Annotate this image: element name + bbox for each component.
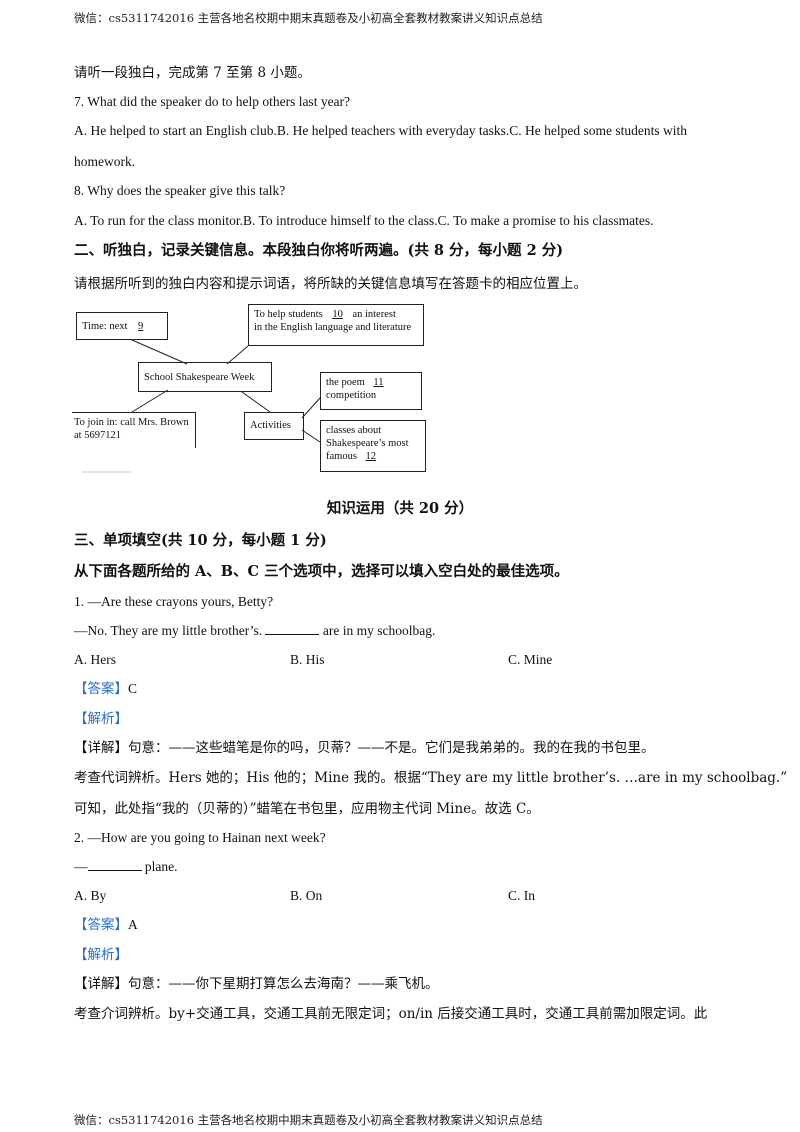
blank-12: 12 xyxy=(365,451,377,462)
classes-line2: Shakespeare’s most xyxy=(326,438,409,449)
page-header: 微信：cs5311742016 主营各地名校期中期末真题卷及小初高全套教材教案讲… xyxy=(74,11,543,25)
blank-9: 9 xyxy=(138,321,144,332)
answer-label: 【答案】 xyxy=(74,681,128,697)
key-info-diagram: Time: next 9 To help students 10 an inte… xyxy=(72,300,432,478)
question-8-options: A. To run for the class monitor.B. To in… xyxy=(74,213,654,228)
join-box: To join in: call Mrs. Brown at 5697121 xyxy=(72,412,196,448)
section-2-title: 二、听独白，记录关键信息。本段独白你将听两遍。(共 8 分，每小题 2 分) xyxy=(74,242,564,259)
question-7-options-wrap: homework. xyxy=(74,154,136,169)
question-1-stem: 1. —Are these crayons yours, Betty? xyxy=(74,594,274,609)
listening-intro: 请听一段独白，完成第 7 至第 8 小题。 xyxy=(74,65,311,81)
diagram-connector-lines xyxy=(82,339,321,473)
question-2-analysis-label: 【解析】 xyxy=(74,947,128,963)
poem-text: the poem xyxy=(326,377,365,388)
knowledge-section-title: 知识运用（共 20 分） xyxy=(326,500,474,517)
page-footer: 微信：cs5311742016 主营各地名校期中期末真题卷及小初高全套教材教案讲… xyxy=(74,1113,543,1127)
center-box: School Shakespeare Week xyxy=(138,362,272,392)
answer-value: C xyxy=(128,681,138,696)
blank-10: 10 xyxy=(332,309,343,320)
question-1-option-c: C. Mine xyxy=(508,652,553,667)
question-1-blank xyxy=(265,622,320,635)
section-3-instruction: 从下面各题所给的 A、B、C 三个选项中，选择可以填入空白处的最佳选项。 xyxy=(74,563,569,580)
question-7-options: A. He helped to start an English club.B.… xyxy=(74,123,687,138)
question-2-text-a: — xyxy=(74,859,88,874)
question-1-option-a: A. Hers xyxy=(74,652,116,667)
question-2-option-a: A. By xyxy=(74,888,107,903)
answer-label: 【答案】 xyxy=(74,917,128,933)
question-1-analysis-label: 【解析】 xyxy=(74,711,128,727)
time-label: Time: next xyxy=(82,321,128,332)
question-2-line2: — plane. xyxy=(74,858,178,876)
question-1-answer: 【答案】C xyxy=(74,680,137,698)
time-box: Time: next 9 xyxy=(76,312,168,340)
poem-box: the poem 11 competition xyxy=(320,372,422,410)
question-1-option-b: B. His xyxy=(290,652,325,667)
classes-box: classes about Shakespeare’s most famous … xyxy=(320,420,426,472)
join-line1: To join in: call Mrs. Brown xyxy=(74,417,189,428)
question-1-text-b: are in my schoolbag. xyxy=(322,623,436,638)
question-1-explain-1: 考查代词辨析。Hers 她的；His 他的；Mine 我的。根据“They ar… xyxy=(74,770,788,786)
section-3-title: 三、单项填空(共 10 分，每小题 1 分) xyxy=(74,532,327,549)
question-2-detail: 【详解】句意：——你下星期打算怎么去海南？——乘飞机。 xyxy=(74,976,439,992)
question-1-explain-2: 可知，此处指“我的（贝蒂的）”蜡笔在书包里，应用物主代词 Mine。故选 C。 xyxy=(74,801,540,817)
purpose-text-end: an interest xyxy=(352,309,396,320)
classes-line3: famous xyxy=(326,451,357,462)
question-2-explain-1: 考查介词辨析。by+交通工具，交通工具前无限定词；on/in 后接交通工具时，交… xyxy=(74,1006,708,1022)
classes-line1: classes about xyxy=(326,425,382,436)
answer-value: A xyxy=(128,917,138,932)
question-1-line2: —No. They are my little brother’s. are i… xyxy=(74,622,435,640)
question-2-option-c: C. In xyxy=(508,888,535,903)
activities-label: Activities xyxy=(250,420,291,431)
section-2-instruction: 请根据所听到的独白内容和提示词语，将所缺的关键信息填写在答题卡的相应位置上。 xyxy=(74,276,587,292)
question-8-stem: 8. Why does the speaker give this talk? xyxy=(74,183,286,198)
question-2-text-b: plane. xyxy=(144,859,178,874)
question-2-stem: 2. —How are you going to Hainan next wee… xyxy=(74,830,326,845)
question-2-blank xyxy=(87,858,142,871)
poem-competition: competition xyxy=(326,390,377,401)
question-2-option-b: B. On xyxy=(290,888,323,903)
join-line2: at 5697121 xyxy=(74,430,121,441)
purpose-text-line2: in the English language and literature xyxy=(254,322,412,333)
question-1-detail: 【详解】句意：——这些蜡笔是你的吗，贝蒂？——不是。它们是我弟弟的。我的在我的书… xyxy=(74,740,655,756)
question-2-answer: 【答案】A xyxy=(74,916,138,934)
question-1-text-a: —No. They are my little brother’s. xyxy=(74,623,263,638)
blank-11: 11 xyxy=(373,377,384,388)
activities-box: Activities xyxy=(244,412,304,440)
question-7-stem: 7. What did the speaker do to help other… xyxy=(74,94,351,109)
purpose-text-start: To help students xyxy=(254,309,323,320)
center-label: School Shakespeare Week xyxy=(144,372,255,383)
purpose-box: To help students 10 an interest in the E… xyxy=(248,304,424,346)
